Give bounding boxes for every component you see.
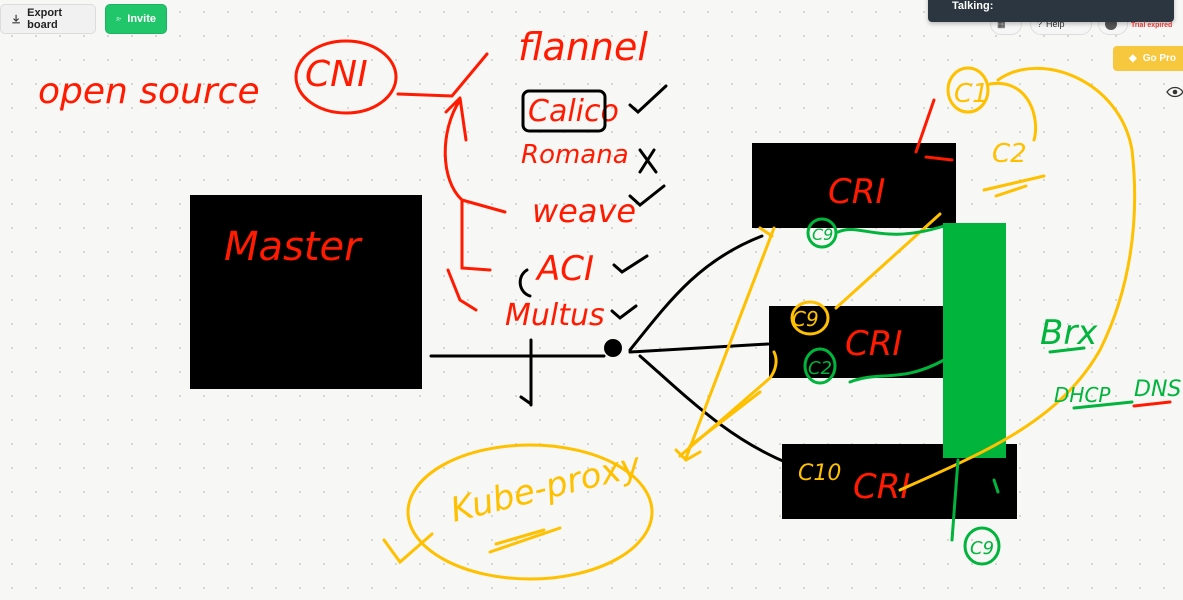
master-node-box[interactable]: [190, 195, 422, 389]
cri-text-1: CRI: [828, 172, 885, 212]
plugins-bracket: [443, 96, 507, 312]
c2-text: C2: [992, 139, 1027, 169]
cri-node-box-2[interactable]: [769, 306, 944, 378]
cross-icon-romana: [638, 148, 658, 174]
arrow-kube-c10: [688, 226, 774, 448]
c2-green-circle: [803, 347, 837, 385]
download-icon: [12, 14, 20, 24]
dhcp-text: DHCP: [1054, 383, 1111, 407]
c9-green-circle: [806, 217, 838, 249]
loop-c1-c2: [898, 66, 1137, 492]
invite-button[interactable]: Invite: [105, 4, 167, 34]
go-pro-button[interactable]: ◆ Go Pro: [1113, 46, 1183, 71]
cni-circle: [294, 39, 398, 115]
dns-underline: [1132, 400, 1172, 408]
c1-connector: [914, 98, 954, 162]
green-link-2: [848, 358, 946, 384]
eye-icon[interactable]: [1166, 86, 1183, 98]
c9-bottom-green-text: C9: [970, 538, 994, 559]
diamond-icon: ◆: [1129, 53, 1137, 64]
talking-label: Talking:: [952, 0, 994, 12]
check-icon-aci: [612, 254, 649, 274]
dhcp-underline: [1072, 400, 1134, 410]
cni-text: CNI: [305, 54, 368, 95]
arrow-cri1-kube: [674, 226, 776, 462]
brx-text: Brx: [1040, 313, 1098, 353]
talking-indicator: Talking:: [928, 0, 1174, 22]
bridge-bar[interactable]: [943, 223, 1006, 458]
c1-text: C1: [954, 79, 989, 109]
aci-paren: [518, 268, 532, 298]
check-icon-weave: [628, 184, 666, 207]
invite-label: Invite: [127, 13, 156, 25]
green-link-1: [836, 224, 946, 236]
export-board-button[interactable]: Export board: [0, 4, 96, 34]
c9-circle: [790, 300, 830, 336]
go-pro-label: Go Pro: [1142, 53, 1177, 64]
cri-node-box-1[interactable]: [752, 143, 956, 228]
c1-circle: [946, 66, 990, 114]
dns-text: DNS: [1134, 377, 1181, 402]
kube-proxy-underline: [488, 526, 562, 554]
help-icon: ?: [1037, 19, 1043, 29]
line-to-cri-3: [638, 354, 792, 466]
kube-proxy-circle: [406, 443, 654, 581]
c9-text: C9: [792, 307, 819, 331]
cni-to-plugins-line: [396, 52, 489, 98]
c10-text: C10: [798, 461, 841, 486]
plugin-romana: Romana: [521, 140, 629, 170]
calico-highlight-box: [521, 89, 607, 133]
c9-bottom-green-circle: [963, 526, 1001, 566]
c2-underline: [982, 174, 1046, 198]
arrow-c2-kube: [678, 212, 942, 458]
cri-text-2: CRI: [845, 324, 902, 364]
kube-proxy-text: Kube-proxy: [447, 445, 646, 531]
line-to-cri-1: [628, 234, 764, 352]
network-junction-dot: [604, 339, 622, 357]
kube-proxy-tail: [382, 532, 434, 565]
check-icon-calico: [628, 84, 668, 115]
cri-text-3: CRI: [853, 467, 910, 507]
master-text: Master: [224, 224, 363, 270]
line-to-cri-2: [628, 342, 770, 354]
open-source-text: open source: [38, 71, 260, 112]
add-user-icon: [116, 17, 121, 21]
export-board-label: Export board: [27, 7, 62, 31]
help-label: Help: [1046, 19, 1065, 29]
c2-green-text: C2: [808, 358, 832, 379]
trial-expired-label: Trial expired: [1131, 22, 1173, 29]
brx-underline: [1048, 346, 1086, 354]
grid-icon: ▦: [997, 18, 1006, 29]
green-link-3: [950, 458, 1000, 542]
check-icon-multus: [610, 304, 638, 320]
master-network-line: [429, 338, 606, 407]
cg-green-text: C9: [812, 225, 833, 244]
plugin-flannel: flannel: [518, 25, 648, 69]
plugin-aci: ACI: [535, 249, 594, 289]
plugin-weave: weave: [532, 192, 636, 230]
plugin-multus: Multus: [505, 298, 605, 333]
